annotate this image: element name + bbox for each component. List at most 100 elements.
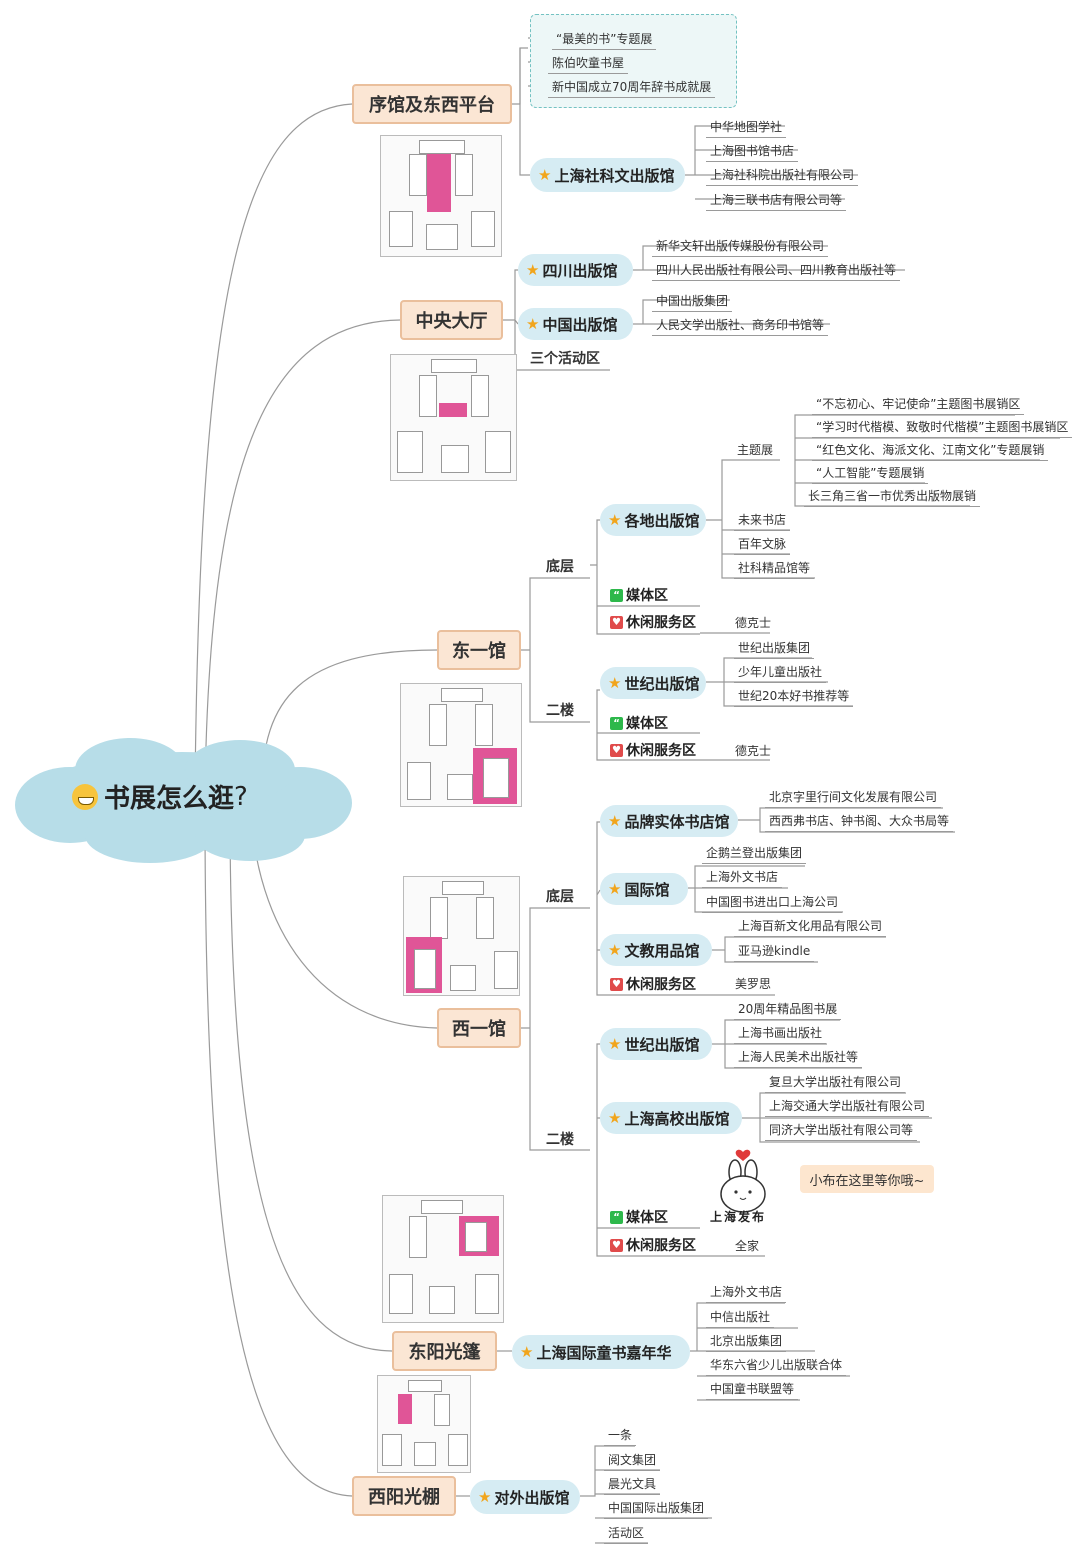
vendor-item: 德克士 <box>735 744 772 758</box>
vendor-item: 全家 <box>735 1239 760 1253</box>
root-title-text: 书展怎么逛 <box>104 784 235 814</box>
quote-icon: “ <box>610 588 623 602</box>
vendor-item: 美罗思 <box>735 977 772 991</box>
hall-zhongyang[interactable]: 中央大厅 <box>400 300 503 340</box>
star-icon: ★ <box>608 941 622 959</box>
theme-item: “学习时代楷模、致敬时代楷模”主题图书展销区 <box>812 420 1073 438</box>
hall-dongyang[interactable]: 东阳光篷 <box>392 1331 497 1371</box>
theme-item: “最美的书”专题展 <box>552 32 657 50</box>
heart-icon: ♥ <box>610 977 623 991</box>
publisher-item: 上海百新文化用品有限公司 <box>734 919 887 937</box>
floor-label: 二楼 <box>546 703 574 719</box>
pavilion-shiji[interactable]: ★世纪出版馆 <box>600 1028 712 1060</box>
pavilion-gaoxiao[interactable]: ★上海高校出版馆 <box>600 1102 742 1134</box>
publisher-item: 复旦大学出版社有限公司 <box>765 1075 906 1093</box>
leisure-zone[interactable]: ♥休闲服务区 <box>610 1235 696 1255</box>
pavilion-label: 上海社科文出版馆 <box>554 166 675 185</box>
media-zone-label: 媒体区 <box>626 716 668 732</box>
publisher-item: 世纪出版集团 <box>734 641 815 659</box>
star-icon: ★ <box>538 166 552 184</box>
publisher-item: 20周年精品图书展 <box>734 1002 842 1020</box>
publisher-item: 四川人民出版社有限公司、四川教育出版社等 <box>652 263 901 281</box>
floor-label: 底层 <box>546 889 574 905</box>
pavilion-pinpai[interactable]: ★品牌实体书店馆 <box>600 805 738 837</box>
leisure-zone[interactable]: ♥休闲服务区 <box>610 612 696 632</box>
pavilion-label: 上海高校出版馆 <box>624 1109 730 1128</box>
hall-dongyi[interactable]: 东一馆 <box>437 630 521 670</box>
star-icon: ★ <box>526 315 540 333</box>
leisure-zone-label: 休闲服务区 <box>626 1238 696 1254</box>
pavilion-label: 世纪出版馆 <box>624 674 700 693</box>
leisure-zone[interactable]: ♥休闲服务区 <box>610 974 696 994</box>
pavilion-zhongguo[interactable]: ★中国出版馆 <box>518 308 633 340</box>
star-icon: ★ <box>608 1035 622 1053</box>
publisher-item: 少年儿童出版社 <box>734 665 827 683</box>
grin-emoji-icon <box>72 783 98 810</box>
pavilion-guoji[interactable]: ★国际馆 <box>600 873 688 905</box>
quote-icon: “ <box>610 716 623 730</box>
star-icon: ★ <box>526 261 540 279</box>
pavilion-label: 对外出版馆 <box>494 1488 570 1507</box>
floor-map-zhongyang <box>390 354 517 481</box>
publisher-item: 北京字里行间文化发展有限公司 <box>765 790 942 808</box>
pavilion-wenjiao[interactable]: ★文教用品馆 <box>600 934 712 966</box>
floor-map-xiyi <box>403 876 520 996</box>
media-zone[interactable]: “媒体区 <box>610 1207 668 1227</box>
root-title-suffix: ? <box>234 781 248 812</box>
pavilion-shiji[interactable]: ★世纪出版馆 <box>600 667 706 699</box>
pavilion-sheke[interactable]: ★上海社科文出版馆 <box>530 158 685 192</box>
leisure-zone[interactable]: ♥休闲服务区 <box>610 740 696 760</box>
pavilion-sichuan[interactable]: ★四川出版馆 <box>518 254 633 286</box>
publisher-item: 中国童书联盟等 <box>706 1382 799 1400</box>
publisher-item: 百年文脉 <box>734 537 791 555</box>
publisher-item: 上海书画出版社 <box>734 1026 827 1044</box>
publisher-item: 同济大学出版社有限公司等 <box>765 1123 918 1141</box>
pavilion-label: 四川出版馆 <box>542 261 618 280</box>
leisure-zone-label: 休闲服务区 <box>626 977 696 993</box>
publisher-item: 企鹅兰登出版集团 <box>702 846 807 864</box>
publisher-item: 中华地图学社 <box>706 120 787 138</box>
mascot-label: 上海发布 <box>710 1210 767 1224</box>
theme-label: 主题展 <box>737 443 774 457</box>
publisher-item: 上海交通大学出版社有限公司 <box>765 1099 930 1117</box>
media-zone-label: 媒体区 <box>626 588 668 604</box>
hall-xuguan[interactable]: 序馆及东西平台 <box>352 84 512 124</box>
theme-item: “不忘初心、牢记使命”主题图书展销区 <box>812 397 1025 415</box>
publisher-item: 中信出版社 <box>706 1310 775 1328</box>
media-zone[interactable]: “媒体区 <box>610 713 668 733</box>
publisher-item: 社科精品馆等 <box>734 561 815 579</box>
hall-xiyang[interactable]: 西阳光棚 <box>352 1476 456 1516</box>
pavilion-label: 各地出版馆 <box>624 511 700 530</box>
star-icon: ★ <box>478 1488 492 1506</box>
star-icon: ★ <box>520 1343 534 1361</box>
root-title[interactable]: 书展怎么逛 ? <box>72 778 248 815</box>
star-icon: ★ <box>608 674 622 692</box>
root-cloud <box>15 738 352 863</box>
theme-item: 长三角三省一市优秀出版物展销 <box>804 489 981 507</box>
publisher-item: 西西弗书店、钟书阁、大众书局等 <box>765 814 954 832</box>
hall-xiyi[interactable]: 西一馆 <box>437 1008 521 1048</box>
publisher-item: 新华文轩出版传媒股份有限公司 <box>652 239 829 257</box>
pavilion-waiguan[interactable]: ★对外出版馆 <box>470 1480 580 1514</box>
media-zone[interactable]: “媒体区 <box>610 585 668 605</box>
quote-icon: “ <box>610 1210 623 1224</box>
pavilion-carnival[interactable]: ★上海国际童书嘉年华 <box>512 1335 690 1369</box>
publisher-item: 上海社科院出版社有限公司 <box>706 168 859 186</box>
publisher-item: 亚马逊kindle <box>734 944 815 962</box>
pavilion-gedi[interactable]: ★各地出版馆 <box>600 504 706 536</box>
mascot-bunny-icon <box>720 1149 766 1213</box>
publisher-item: 人民文学出版社、商务印书馆等 <box>652 318 829 336</box>
publisher-item: 未来书店 <box>734 513 791 531</box>
theme-highlight-frame <box>530 14 737 108</box>
star-icon: ★ <box>608 511 622 529</box>
vendor-item: 德克士 <box>735 616 772 630</box>
publisher-item: 阅文集团 <box>604 1453 661 1471</box>
star-icon: ★ <box>608 1109 622 1127</box>
publisher-item: 上海三联书店有限公司等 <box>706 193 847 211</box>
pavilion-label: 品牌实体书店馆 <box>624 812 730 831</box>
heart-icon: ♥ <box>610 743 623 757</box>
speech-note: 小布在这里等你哦~ <box>800 1165 934 1193</box>
publisher-item: 上海人民美术出版社等 <box>734 1050 863 1068</box>
publisher-item: 上海图书馆书店 <box>706 144 799 162</box>
floor-label: 二楼 <box>546 1132 574 1148</box>
